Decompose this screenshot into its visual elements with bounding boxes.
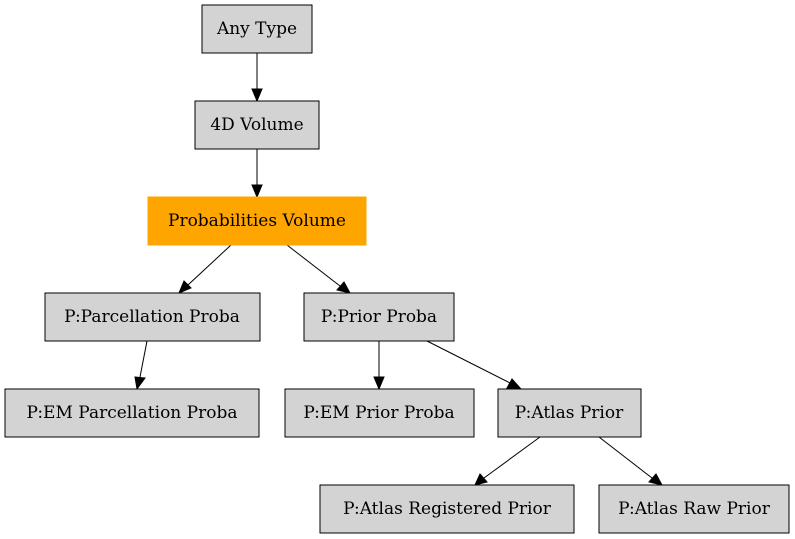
edge-atlas-prior-to-atlas-registered-prior <box>474 436 541 486</box>
node-probabilities-volume: Probabilities Volume <box>147 196 367 246</box>
node-label: P:EM Parcellation Proba <box>27 403 238 423</box>
node-em-parcellation-proba: P:EM Parcellation Proba <box>4 388 260 438</box>
edge-any-type-to-4d-volume <box>251 53 263 103</box>
edge-probabilities-volume-to-parcellation-proba <box>178 244 232 294</box>
node-4d-volume: 4D Volume <box>194 100 320 150</box>
node-atlas-raw-prior: P:Atlas Raw Prior <box>598 484 790 534</box>
edges <box>134 53 663 486</box>
node-label: P:Atlas Raw Prior <box>618 499 771 519</box>
edge-4d-volume-to-probabilities-volume <box>251 149 263 199</box>
node-label: P:Atlas Prior <box>515 403 624 423</box>
node-parcellation-proba: P:Parcellation Proba <box>44 292 261 342</box>
edge-probabilities-volume-to-prior-proba <box>286 244 351 294</box>
node-label: 4D Volume <box>210 115 303 135</box>
node-atlas-prior: P:Atlas Prior <box>497 388 642 438</box>
node-label: P:Parcellation Proba <box>64 307 240 327</box>
node-label: P:Atlas Registered Prior <box>343 499 552 519</box>
node-atlas-registered-prior: P:Atlas Registered Prior <box>319 484 575 534</box>
node-label: Any Type <box>216 19 297 39</box>
node-prior-proba: P:Prior Proba <box>303 292 455 342</box>
edge-prior-proba-to-em-prior-proba <box>373 341 385 391</box>
node-label: P:EM Prior Proba <box>303 403 454 423</box>
node-em-prior-proba: P:EM Prior Proba <box>284 388 475 438</box>
edge-parcellation-proba-to-em-parcellation-proba <box>134 340 148 391</box>
node-label: P:Prior Proba <box>321 307 437 327</box>
edge-prior-proba-to-atlas-prior <box>426 340 523 390</box>
node-label: Probabilities Volume <box>168 211 346 231</box>
edge-atlas-prior-to-atlas-raw-prior <box>598 436 663 486</box>
node-any-type: Any Type <box>201 4 313 54</box>
